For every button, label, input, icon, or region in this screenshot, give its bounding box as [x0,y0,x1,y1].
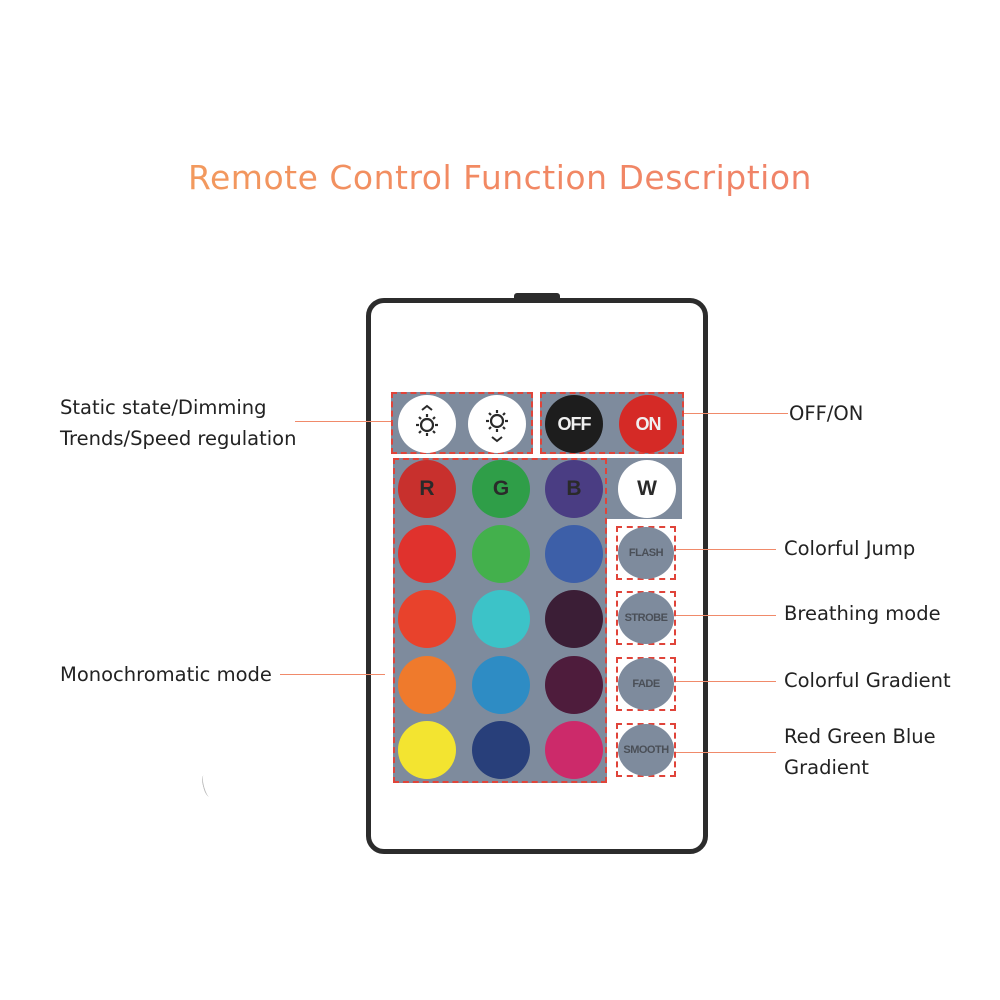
color-button[interactable] [545,590,603,648]
red-button[interactable]: R [398,460,456,518]
blue-button[interactable]: B [545,460,603,518]
connector-line [676,681,776,682]
color-button[interactable] [398,721,456,779]
connector-line [676,549,776,550]
label-colorful-gradient: Colorful Gradient [784,669,951,692]
green-button[interactable]: G [472,460,530,518]
label-monochromatic-mode: Monochromatic mode [60,663,272,686]
connector-line [676,615,776,616]
label-line: Static state/Dimming [60,396,267,419]
color-button[interactable] [472,590,530,648]
white-button[interactable]: W [618,460,676,518]
page-title: Remote Control Function Description [0,158,1000,197]
strobe-button[interactable]: STROBE [618,592,674,644]
color-button[interactable] [472,721,530,779]
off-button[interactable]: OFF [545,395,603,453]
color-button[interactable] [398,590,456,648]
on-button[interactable]: ON [619,395,677,453]
stray-mark [200,774,213,798]
color-zone-frame [393,458,607,783]
color-button[interactable] [545,721,603,779]
color-button[interactable] [472,656,530,714]
color-button[interactable] [545,656,603,714]
label-line: Red Green Blue [784,725,936,748]
brightness-down-icon [486,410,508,443]
ir-window [514,293,560,300]
brightness-up-icon [416,404,438,436]
color-button[interactable] [545,525,603,583]
label-breathing-mode: Breathing mode [784,602,941,625]
flash-button[interactable]: FLASH [618,527,674,579]
label-line: Trends/Speed regulation [60,427,297,450]
smooth-button[interactable]: SMOOTH [618,724,674,776]
connector-line [280,674,385,675]
label-line: Gradient [784,756,869,779]
label-colorful-jump: Colorful Jump [784,537,916,560]
color-button[interactable] [398,656,456,714]
label-rgb-gradient: Red Green Blue Gradient [784,721,936,783]
color-button[interactable] [472,525,530,583]
color-button[interactable] [398,525,456,583]
connector-line [295,421,391,422]
brightness-down-button[interactable] [468,395,526,453]
label-off-on: OFF/ON [789,402,864,425]
fade-button[interactable]: FADE [618,658,674,710]
connector-line [676,752,776,753]
connector-line [684,413,788,414]
label-static-dimming: Static state/Dimming Trends/Speed regula… [60,392,296,454]
brightness-up-button[interactable] [398,395,456,453]
